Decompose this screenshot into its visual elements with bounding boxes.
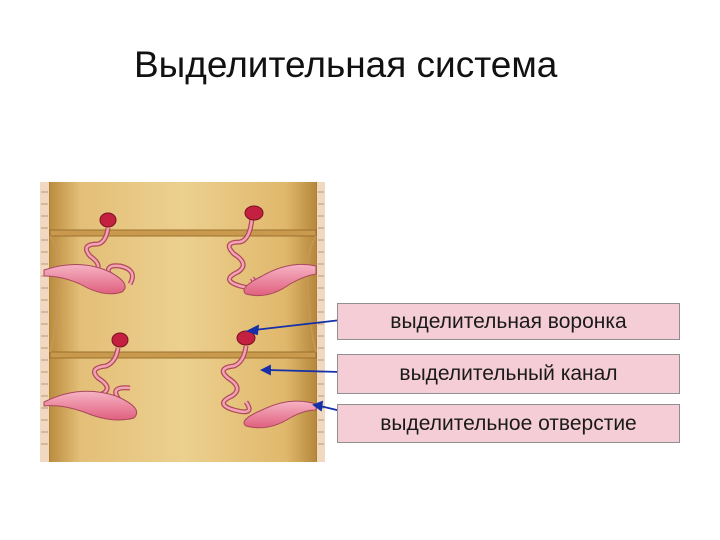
label-excretory-canal: выделительный канал	[337, 354, 680, 394]
label-excretory-funnel: выделительная воронка	[337, 303, 680, 340]
nephridium-lower-left	[43, 332, 138, 421]
septa	[49, 229, 317, 359]
slide-title: Выделительная система	[134, 44, 558, 85]
nephridium-upper-right	[226, 205, 317, 297]
label-excretory-opening: выделительное отверстие	[337, 404, 680, 443]
worm-segments-illustration	[40, 182, 325, 462]
nephridium-upper-left	[43, 212, 135, 295]
nephridium-lower-right	[220, 330, 317, 429]
